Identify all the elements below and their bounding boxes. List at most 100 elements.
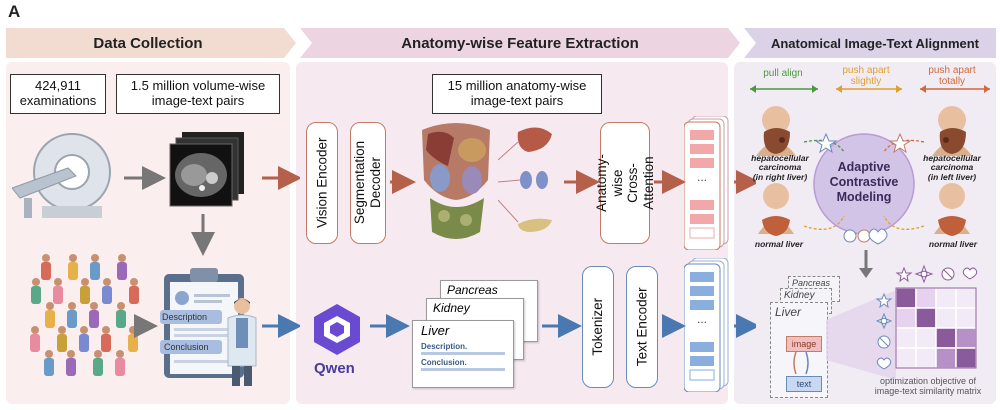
patient-top-left	[762, 106, 790, 134]
person-icon	[101, 326, 111, 352]
stack-liver-label: Liver	[775, 305, 802, 319]
person-icon	[67, 302, 77, 328]
doc-conclusion-label: Conclusion.	[421, 358, 467, 367]
anatomy-pairs-box: 15 million anatomy-wise image-text pairs	[432, 74, 602, 114]
kidney-organ-left	[520, 171, 532, 189]
doc-pancreas-title: Pancreas	[447, 283, 498, 297]
person-icon	[93, 350, 103, 376]
qwen-logo-icon	[314, 304, 360, 355]
liver-tumor-right-icon	[763, 128, 790, 154]
align-direction-arrows	[750, 85, 990, 93]
banner-feature-extraction-title: Anatomy-wise Feature Extraction	[401, 34, 639, 52]
matrix-row-sparkle-icon	[875, 312, 893, 330]
push-apart-slightly-label: push apart slightly	[842, 65, 890, 87]
person-icon	[45, 302, 55, 328]
liver-tumor-left-icon	[939, 128, 966, 154]
matrix-caption: optimization objective of image-text sim…	[874, 376, 982, 397]
normal-liver-left-label: normal liver	[754, 239, 804, 249]
normal-liver-left-icon	[762, 216, 790, 236]
adaptive-sphere	[814, 134, 914, 234]
hcc-right-label: hepatocellular carcinoma (in right liver…	[751, 153, 809, 182]
stack-pancreas-label: Pancreas	[792, 278, 831, 288]
feature-extraction-arrows	[370, 170, 756, 338]
person-icon	[30, 326, 40, 352]
banner-feature-extraction	[300, 28, 740, 58]
tokenizer-box: Tokenizer	[582, 266, 614, 388]
patients-crowd-icon	[30, 254, 139, 376]
stack-kidney-label: Kidney	[784, 290, 815, 301]
clipboard-icon	[160, 268, 244, 378]
organ-segmentation-icon	[422, 123, 490, 239]
person-icon	[57, 326, 67, 352]
person-icon	[102, 278, 112, 304]
panel-label: A	[8, 2, 21, 21]
matrix-row-heart-icon	[876, 357, 892, 370]
banner-alignment-title: Anatomical Image-Text Alignment	[770, 35, 980, 51]
star-icon	[814, 132, 838, 154]
star-icon-2	[888, 132, 912, 154]
person-icon	[80, 278, 90, 304]
segmentation-decoder-box: Segmentation Decoder	[350, 122, 386, 244]
cross-attention-box: Anatomy-wise Cross-Attention	[594, 122, 656, 244]
image-stack-ellipsis: ...	[697, 170, 708, 184]
kidney-organ-right	[536, 171, 548, 189]
circle-shape-icon	[843, 229, 857, 243]
ct-slices-icon	[169, 132, 244, 207]
section-banners	[6, 28, 996, 58]
pull-align-label: pull align	[763, 68, 803, 79]
doctor-icon	[227, 298, 257, 386]
pancreas-organ	[518, 218, 552, 232]
person-icon	[41, 254, 51, 280]
alignment-illustration	[756, 106, 972, 245]
person-icon	[89, 302, 99, 328]
data-collection-arrows	[124, 166, 300, 338]
matrix-col-star-icon	[895, 266, 913, 283]
banner-data-collection-title: Data Collection	[93, 34, 203, 52]
liver-organ	[517, 127, 552, 152]
volume-pairs-box: 1.5 million volume-wise image-text pairs	[116, 74, 280, 114]
text-encoder-box: Text Encoder	[626, 266, 658, 388]
person-icon	[129, 278, 139, 304]
qwen-label: Qwen	[314, 360, 355, 377]
circle-shape-icon-2	[857, 229, 871, 243]
banner-data-collection	[6, 28, 296, 58]
doc-description-label: Description.	[421, 342, 468, 351]
hcc-left-label: hepatocellular carcinoma (in left liver)	[923, 153, 981, 182]
heart-icon	[868, 228, 888, 245]
swap-arrows-icon	[793, 351, 809, 375]
person-icon	[31, 278, 41, 304]
vision-encoder-box: Vision Encoder	[306, 122, 338, 244]
extracted-organs-icon	[498, 127, 552, 232]
matrix-col-sparkle-icon	[914, 264, 934, 284]
text-stack-ellipsis: ...	[697, 312, 708, 326]
push-apart-totally-label: push apart totally	[928, 65, 976, 87]
person-icon	[66, 350, 76, 376]
person-icon	[68, 254, 78, 280]
patient-bottom-left	[763, 183, 789, 209]
image-feature-stack	[684, 116, 729, 250]
matrix-row-star-icon	[875, 292, 893, 309]
alignment-down-arrow	[859, 250, 873, 278]
doc-kidney-title: Kidney	[433, 301, 470, 315]
normal-liver-right-icon	[938, 216, 966, 236]
person-icon	[115, 350, 125, 376]
doc-liver-title: Liver	[421, 323, 450, 338]
clipboard-conclusion-label: Conclusion	[164, 342, 209, 352]
projection-wedge	[826, 290, 896, 380]
person-icon	[53, 278, 63, 304]
banner-alignment	[744, 28, 996, 58]
person-icon	[90, 254, 100, 280]
matrix-col-heart-icon	[962, 267, 978, 280]
similarity-matrix	[875, 264, 978, 370]
stack-text-tag: text	[786, 376, 822, 392]
person-icon	[117, 254, 127, 280]
ct-scanner-icon	[12, 133, 111, 218]
person-icon	[44, 350, 54, 376]
person-icon	[116, 302, 126, 328]
stack-image-tag: image	[786, 336, 822, 352]
person-icon	[79, 326, 89, 352]
adaptive-contrastive-label: Adaptive Contrastive Modeling	[829, 160, 899, 204]
patient-bottom-right	[939, 183, 965, 209]
patient-top-right	[938, 106, 966, 134]
normal-liver-right-label: normal liver	[928, 239, 978, 249]
